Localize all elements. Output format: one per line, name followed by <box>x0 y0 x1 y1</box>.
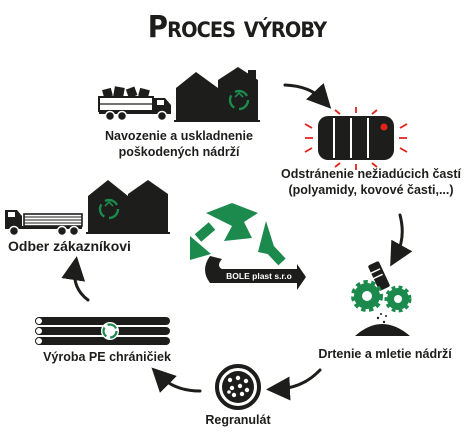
arrow-step4-to-step5 <box>151 367 202 393</box>
step-2-label: Odstránenie nežiadúcich častí (polyamidy… <box>281 167 461 197</box>
factory-icon-customer <box>86 180 170 234</box>
dump-truck-icon <box>98 86 171 122</box>
brand-label: BOLE plast s.r.o <box>226 271 292 281</box>
arrow-step1-to-step2 <box>283 83 332 109</box>
page-title: Proces výroby <box>147 10 327 45</box>
crusher-gears-icon <box>351 261 412 336</box>
step-3-label: Drtenie a mletie nádrží <box>318 347 452 361</box>
factory-icon <box>174 67 260 122</box>
step-5-label: Výroba PE chráničiek <box>43 350 171 364</box>
cycle-arrows <box>61 83 413 401</box>
arrow-step3-to-step4 <box>266 368 322 401</box>
regranulate-icon <box>215 364 261 410</box>
step-1-label: Navozenie a uskladnenie poškodených nádr… <box>105 129 253 159</box>
delivery-truck-icon <box>5 210 83 237</box>
step-6-label: Odber zákazníkovi <box>8 238 131 254</box>
tank-icon <box>304 107 408 170</box>
pe-pipes-icon <box>35 317 170 345</box>
step-4-label: Regranulát <box>205 413 271 427</box>
arrow-step2-to-step3 <box>390 213 413 267</box>
recycling-logo <box>190 203 306 290</box>
arrow-step5-to-step6 <box>61 256 90 302</box>
